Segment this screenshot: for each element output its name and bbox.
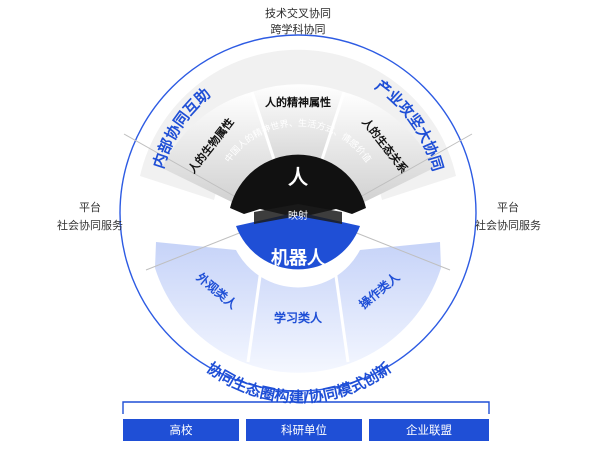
- right-side-line1: 平台: [497, 201, 519, 214]
- human-center-label: 人: [288, 165, 309, 189]
- top-label-1: 技术交叉协同: [265, 7, 331, 20]
- mapping-band: [254, 204, 342, 224]
- left-side-line2: 社会协同服务: [57, 219, 123, 232]
- right-side-line2: 社会协同服务: [475, 219, 541, 232]
- left-side-line1: 平台: [79, 201, 101, 214]
- robot-cap: [236, 212, 360, 270]
- attribute-spiritual: 人的精神属性: [265, 95, 331, 109]
- bottom-box-research: 科研单位: [246, 419, 362, 441]
- sector-divider: [332, 261, 350, 363]
- sector-divider: [246, 261, 264, 363]
- bottom-box-enterprise: 企业联盟: [369, 419, 489, 441]
- lower-band: [155, 242, 441, 373]
- bottom-box-university: 高校: [123, 419, 239, 441]
- outer-ring: [119, 34, 477, 392]
- top-label-2: 跨学科协同: [270, 23, 326, 36]
- robot-center-label: 机器人: [271, 248, 326, 269]
- robot-type-learning: 学习类人: [274, 310, 323, 325]
- separator-line: [145, 227, 253, 271]
- separator-line: [343, 227, 451, 271]
- mapping-label: 映射: [288, 210, 308, 222]
- bottom-bracket: [122, 401, 490, 414]
- sector-spiritual: [252, 84, 344, 178]
- separator-line: [345, 133, 473, 206]
- separator-line: [123, 133, 251, 206]
- human-cap: [230, 154, 366, 218]
